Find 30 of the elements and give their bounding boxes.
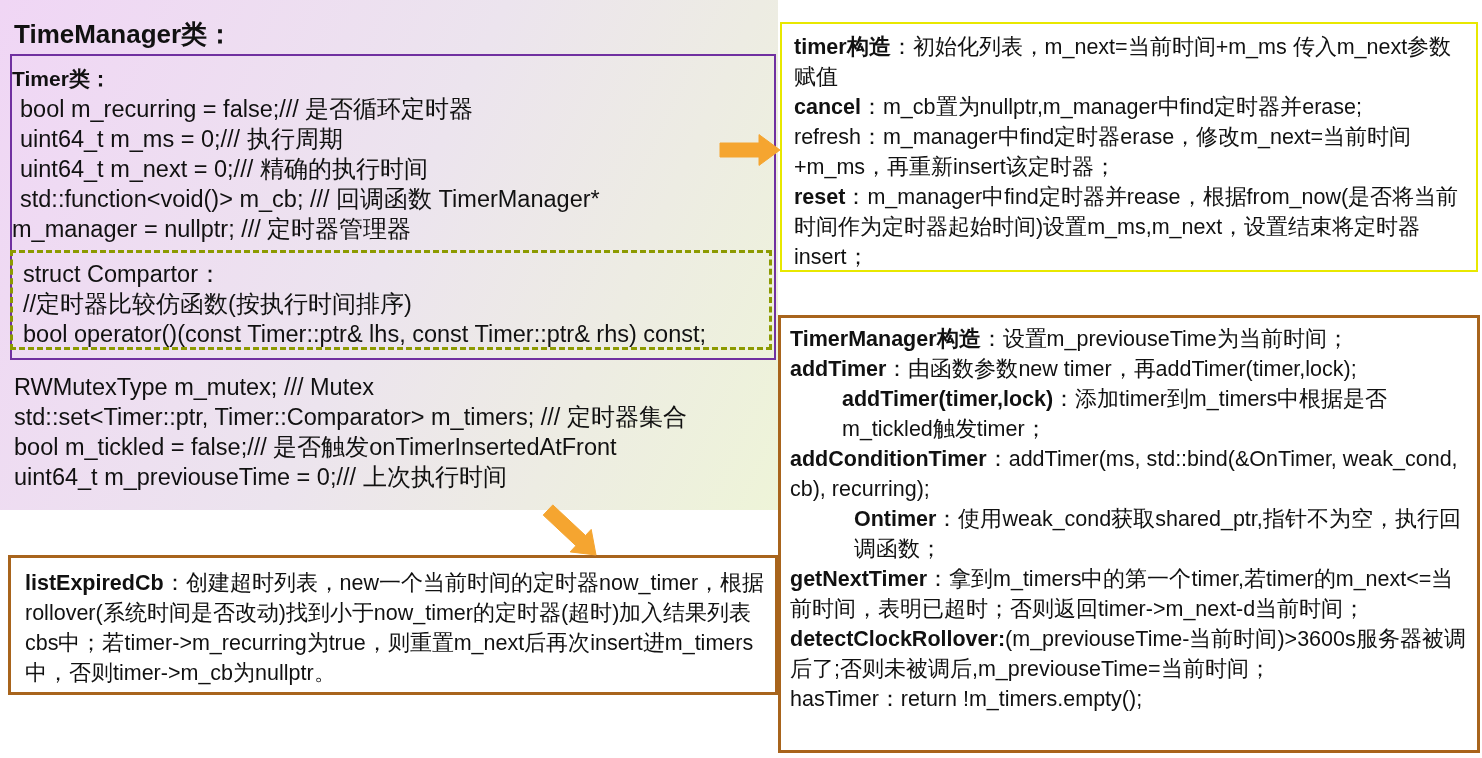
code-line: uint64_t m_next = 0;/// 精确的执行时间 xyxy=(20,155,428,184)
code-line: bool operator()(const Timer::ptr& lhs, const Timer::ptr& rhs) const; xyxy=(23,320,707,349)
code-line: bool m_tickled = false;/// 是否触发onTimerInsertedAtFront xyxy=(14,433,617,462)
method-description: reset：m_manager中find定时器并rease，根据from_now(是否将当前时间作为定时器起始时间)设置m_ms,m_next，设置结束将定时器insert； xyxy=(794,184,1460,271)
code-line: struct Compartor： xyxy=(23,260,222,289)
code-line: uint64_t m_previouseTime = 0;/// 上次执行时间 xyxy=(14,463,507,492)
note-box xyxy=(780,22,1478,272)
block-arrow xyxy=(542,504,597,556)
method-description: addTimer(timer,lock)：添加timer到m_timers中根据是否m_tickled触发timer； xyxy=(842,386,1389,443)
class-heading: TimeManager类： xyxy=(14,18,235,51)
code-line: //定时器比较仿函数(按执行时间排序) xyxy=(23,290,412,319)
class-heading: Timer类： xyxy=(12,66,112,92)
class-panel xyxy=(0,0,778,510)
method-description: addConditionTimer：addTimer(ms, std::bind(&OnTimer, weak_cond, cb), recurring); xyxy=(790,446,1459,503)
method-description: Ontimer：使用weak_cond获取shared_ptr,指针不为空，执行回调函数； xyxy=(854,506,1462,563)
code-line: std::set<Timer::ptr, Timer::Comparator> m_timers; /// 定时器集合 xyxy=(14,403,687,432)
method-description: TimerManager构造：设置m_previouseTime为当前时间； xyxy=(790,326,1349,353)
method-description: cancel：m_cb置为nullptr,m_manager中find定时器并erase; xyxy=(794,94,1362,121)
code-line: m_manager = nullptr; /// 定时器管理器 xyxy=(12,215,412,244)
method-description: addTimer：由函数参数new timer，再addTimer(timer,lock); xyxy=(790,356,1357,383)
block-arrow xyxy=(719,134,781,166)
method-description: listExpiredCb：创建超时列表，new一个当前时间的定时器now_timer，根据rollover(系统时间是否改动)找到小于now_timer的定时器(超时)加入结果列表cbs中；若timer->m_recurring为true，则重置m_next后再次insert进m_timers中，否则timer->m_cb为nullptr。 xyxy=(25,570,766,687)
note-box xyxy=(8,555,778,695)
note-box xyxy=(778,315,1480,753)
code-line: RWMutexType m_mutex; /// Mutex xyxy=(14,373,374,402)
code-line: bool m_recurring = false;/// 是否循环定时器 xyxy=(20,95,474,124)
code-line: uint64_t m_ms = 0;/// 执行周期 xyxy=(20,125,343,154)
code-line: std::function<void()> m_cb; /// 回调函数 TimerManager* xyxy=(20,185,600,214)
method-description: hasTimer：return !m_timers.empty(); xyxy=(790,686,1143,713)
struct-box xyxy=(10,250,772,350)
